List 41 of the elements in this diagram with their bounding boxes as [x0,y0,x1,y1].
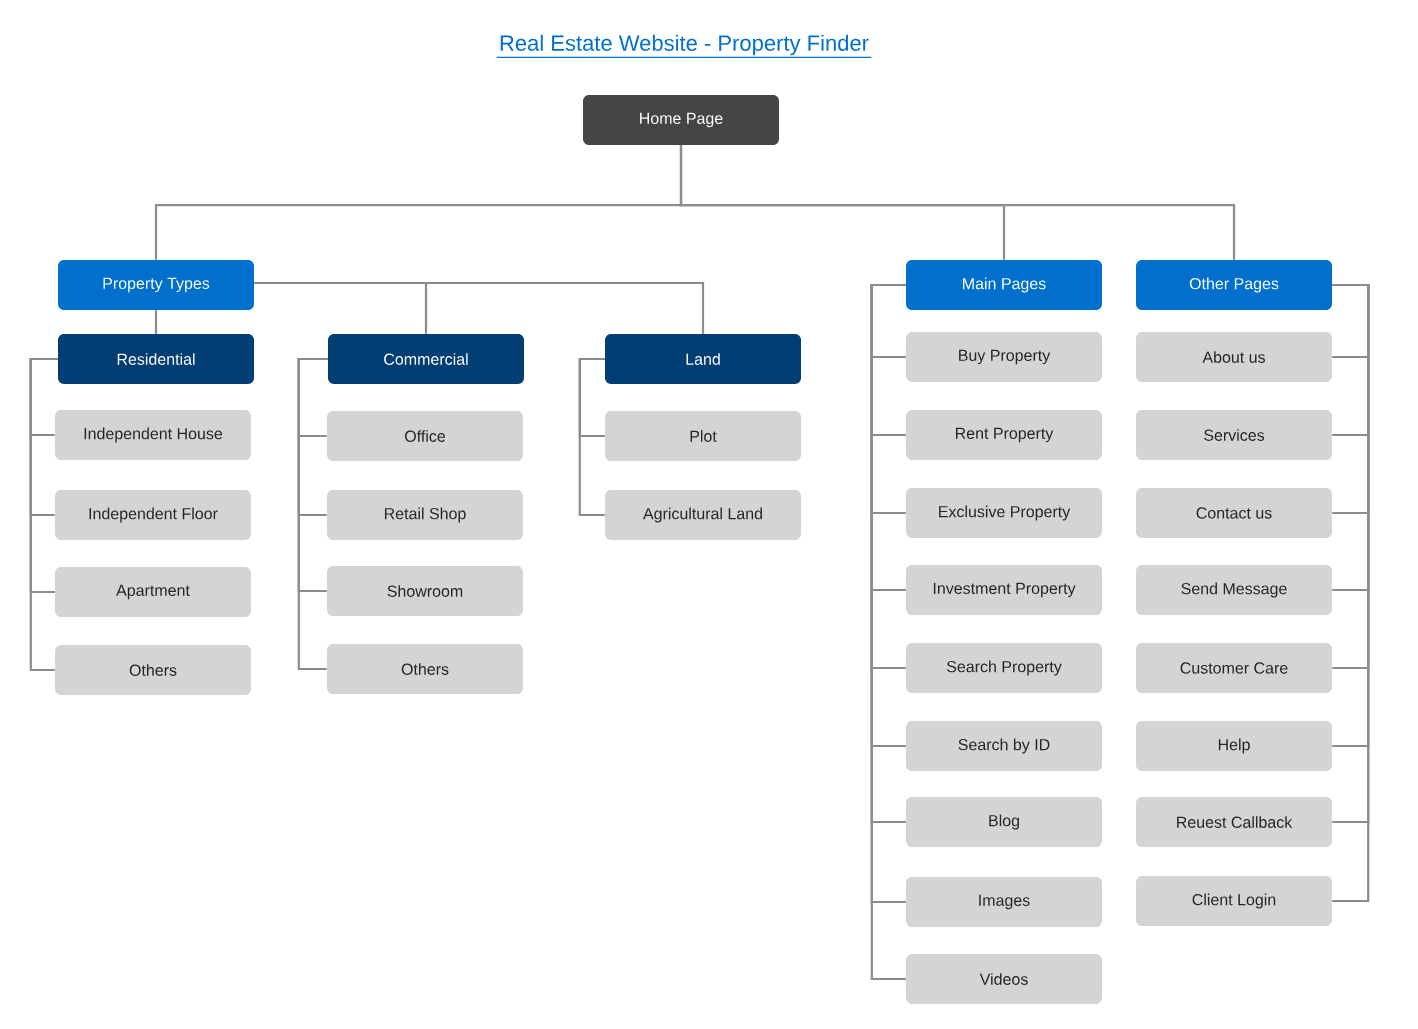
page-box: Independent House [55,410,251,460]
page-box: About us [1136,332,1332,382]
subcategory-box: Residential [58,334,254,384]
page-box: Office [327,411,523,461]
page-box: Help [1136,721,1332,771]
page-box: Services [1136,410,1332,460]
title: Real Estate Website - Property Finder [496,34,872,59]
connector-line [679,145,1236,260]
category-box: Property Types [58,260,254,310]
page-box: Others [55,645,251,695]
page-box: Others [327,644,523,694]
connector-line [154,310,158,334]
page-box: Search by ID [906,721,1102,771]
home-page-box: Home Page [583,95,779,145]
subcategory-box: Commercial [328,334,524,384]
page-box: Client Login [1136,876,1332,926]
page-box: Independent Floor [55,490,251,540]
page-box: Retail Shop [327,490,523,540]
connector-line [254,281,705,334]
page-box: Plot [605,411,801,461]
page-box: Agricultural Land [605,490,801,540]
subcategory-box: Land [605,334,801,384]
page-box: Showroom [327,566,523,616]
category-box: Other Pages [1136,260,1332,310]
page-box: Contact us [1136,488,1332,538]
connector-line [297,357,328,671]
page-box: Investment Property [906,565,1102,615]
connector-line [29,357,58,672]
page-box: Reuest Callback [1136,797,1332,847]
page-box: Customer Care [1136,643,1332,693]
page-box: Rent Property [906,410,1102,460]
page-box: Send Message [1136,565,1332,615]
page-box: Search Property [906,643,1102,693]
category-box: Main Pages [906,260,1102,310]
page-box: Apartment [55,567,251,617]
page-box: Exclusive Property [906,488,1102,538]
page-box: Blog [906,797,1102,847]
page-box: Images [906,877,1102,927]
connector-line [578,357,605,517]
page-box: Videos [906,954,1102,1004]
page-box: Buy Property [906,332,1102,382]
